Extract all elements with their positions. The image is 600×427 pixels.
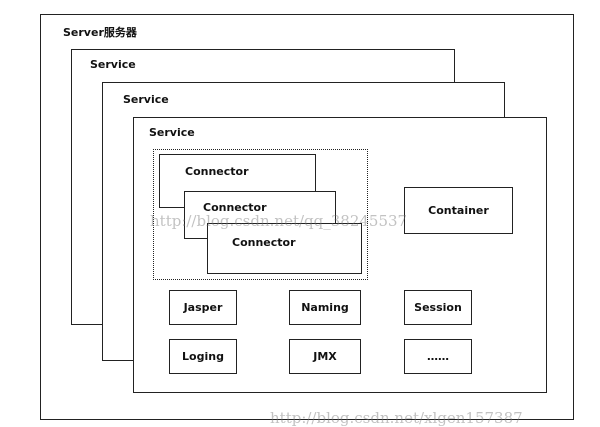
loging-label: Loging (182, 350, 224, 363)
jasper-box: Jasper (169, 290, 237, 325)
server-label: Server服务器 (63, 26, 137, 39)
jmx-box: JMX (289, 339, 361, 374)
service-label-3: Service (149, 126, 195, 139)
container-box: Container (404, 187, 513, 234)
connector-group (153, 149, 368, 280)
connector-label-1: Connector (185, 165, 249, 178)
session-label: Session (414, 301, 462, 314)
service-label-1: Service (90, 58, 136, 71)
service-label-2: Service (123, 93, 169, 106)
naming-box: Naming (289, 290, 361, 325)
naming-label: Naming (301, 301, 349, 314)
more-box: …… (404, 339, 472, 374)
container-label: Container (428, 204, 489, 217)
jmx-label: JMX (313, 350, 337, 363)
session-box: Session (404, 290, 472, 325)
connector-label-3: Connector (232, 236, 296, 249)
jasper-label: Jasper (183, 301, 223, 314)
connector-label-2: Connector (203, 201, 267, 214)
connector-box-3: Connector (207, 223, 362, 274)
more-label: …… (427, 350, 449, 363)
loging-box: Loging (169, 339, 237, 374)
